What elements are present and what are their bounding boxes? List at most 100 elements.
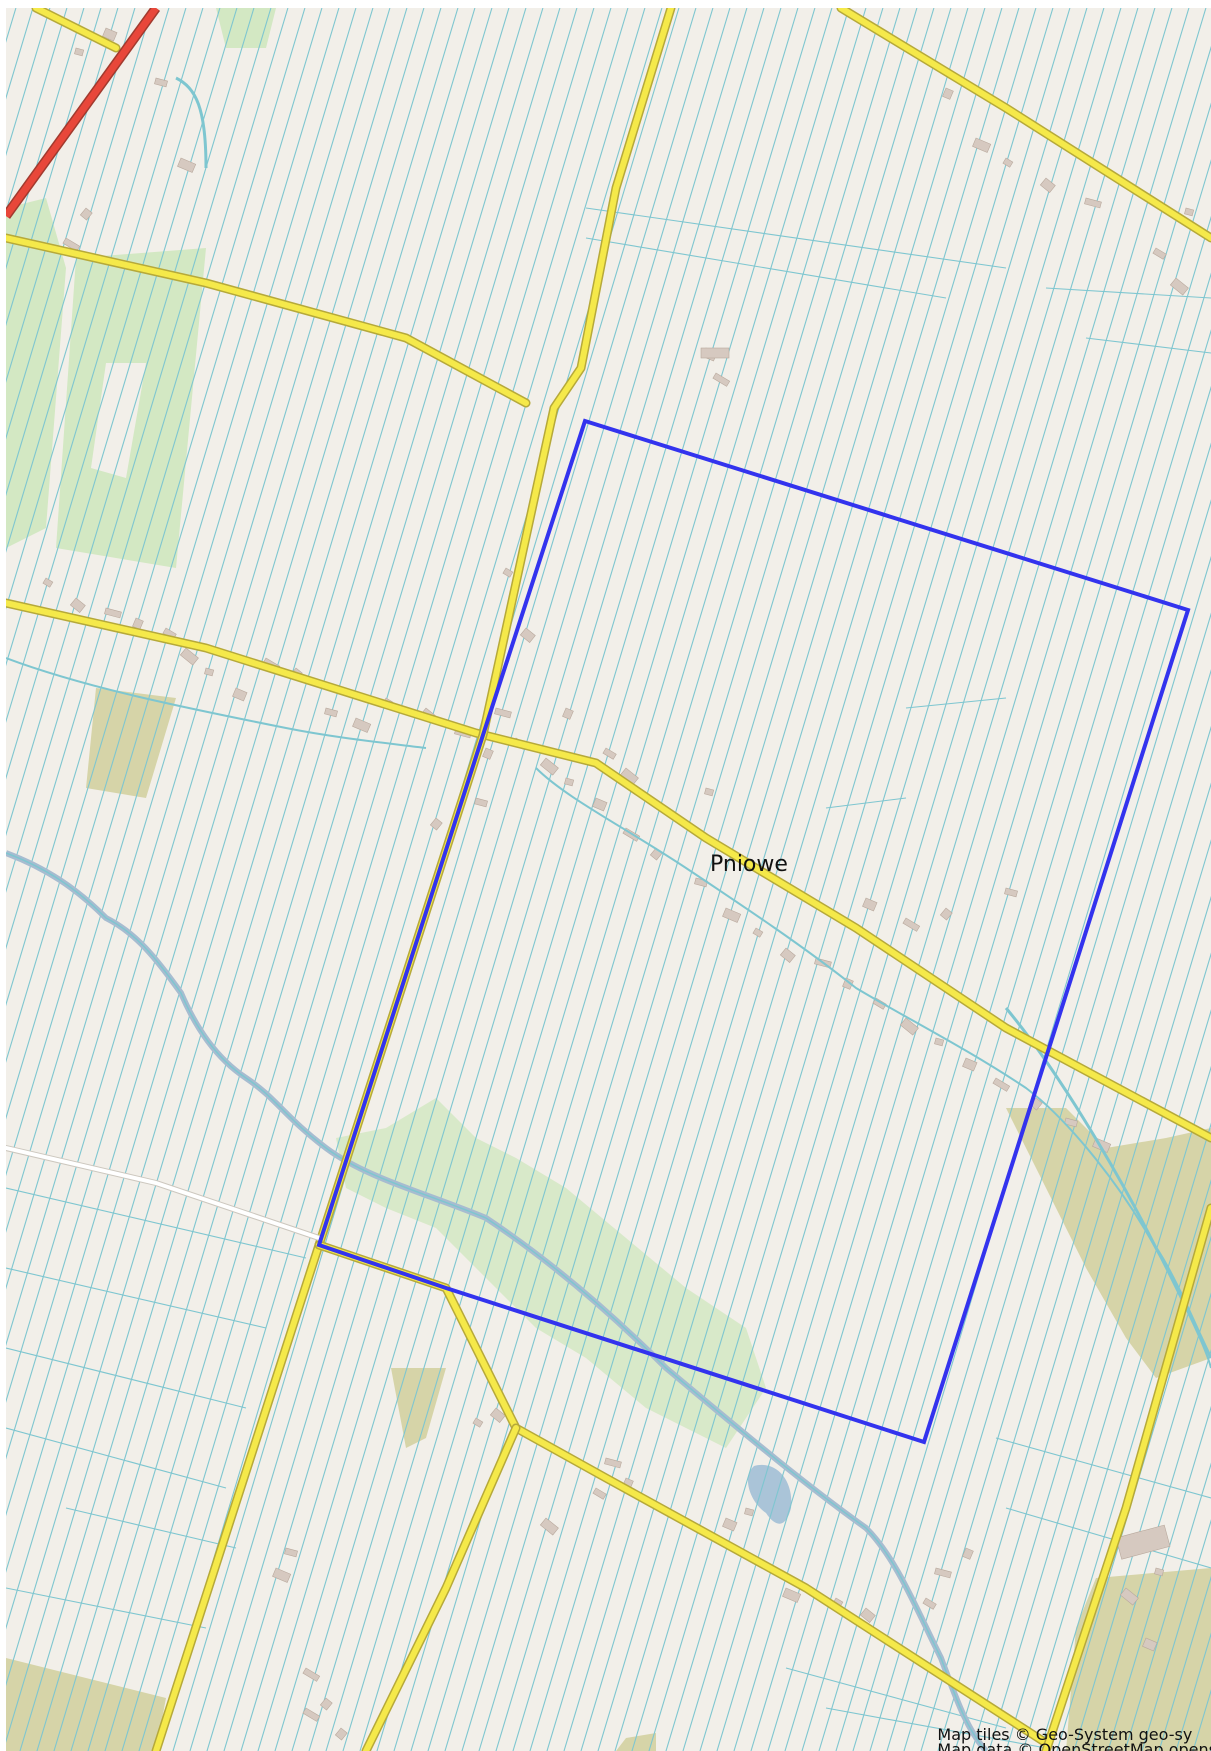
field-boundary-line xyxy=(801,385,1211,1751)
building xyxy=(962,1057,978,1072)
field-boundary-line xyxy=(631,8,1156,1751)
selection-polygon[interactable] xyxy=(316,418,1191,1445)
field-boundary-line xyxy=(1005,1507,1211,1569)
field-boundary-line xyxy=(852,555,1211,1751)
stream-line xyxy=(535,767,1211,1369)
building xyxy=(902,917,921,932)
field-boundary-line xyxy=(585,207,1007,269)
field-boundary-line xyxy=(699,45,1211,1751)
building xyxy=(69,597,86,613)
field-boundary-line xyxy=(359,8,884,1751)
field-boundary-line xyxy=(53,8,578,1751)
field-boundary-line xyxy=(393,8,918,1751)
field-boundary-line xyxy=(87,8,612,1751)
attribution-data[interactable]: Map data © OpenStreetMap openstreetm xyxy=(937,1740,1211,1751)
field-boundary-line xyxy=(223,8,748,1751)
field-boundary-line xyxy=(6,8,119,383)
building xyxy=(862,897,878,912)
field-boundary-line xyxy=(767,272,1211,1751)
building xyxy=(494,707,512,719)
building xyxy=(962,1547,974,1560)
building xyxy=(1064,1117,1078,1128)
field-boundary-line xyxy=(6,8,289,950)
building xyxy=(474,797,488,808)
field-boundary-line xyxy=(6,8,442,1460)
field-boundary-line xyxy=(785,1667,1007,1729)
field-boundary-line xyxy=(6,8,204,667)
attribution-tiles[interactable]: Map tiles © Geo-System geo-sy xyxy=(937,1725,1193,1744)
building xyxy=(1039,177,1056,193)
field-boundary-line xyxy=(1085,337,1211,354)
field-boundary-line xyxy=(6,1267,267,1329)
building xyxy=(74,47,85,57)
building xyxy=(1142,1637,1158,1652)
building xyxy=(232,687,248,702)
buildings xyxy=(42,27,1195,1741)
building xyxy=(1004,887,1018,898)
field-boundary-line xyxy=(585,237,947,299)
building xyxy=(939,907,953,921)
building xyxy=(302,1707,321,1722)
field-boundary-line xyxy=(19,8,544,1751)
field-boundary-line xyxy=(750,215,1211,1751)
meadow-area xyxy=(6,1658,166,1751)
field-boundary-line xyxy=(138,8,663,1751)
field-boundary-line xyxy=(342,8,867,1751)
field-boundary-line xyxy=(1073,1292,1211,1751)
building xyxy=(502,567,514,578)
field-boundary-line xyxy=(6,8,102,327)
field-boundary-line xyxy=(580,8,1105,1751)
map-layer[interactable] xyxy=(6,8,1211,1751)
building xyxy=(272,1567,292,1583)
building xyxy=(700,347,730,359)
building xyxy=(79,207,93,221)
field-boundary-line xyxy=(6,8,238,780)
field-boundary-line xyxy=(682,8,1207,1751)
field-boundary-line xyxy=(308,8,833,1751)
building xyxy=(942,87,954,100)
road xyxy=(153,1242,322,1751)
building xyxy=(782,1587,802,1603)
place-label: Pniowe xyxy=(710,852,788,877)
building xyxy=(899,1017,919,1036)
field-boundary-line xyxy=(1045,287,1211,299)
building xyxy=(352,717,372,733)
field-boundary-line xyxy=(971,952,1211,1751)
field-boundary-line xyxy=(886,669,1211,1751)
building xyxy=(319,1697,333,1711)
field-boundary-line xyxy=(6,8,306,1007)
road xyxy=(6,600,1211,1141)
field-boundary-line xyxy=(6,8,255,837)
field-boundary-line xyxy=(65,1507,237,1549)
field-boundary-line xyxy=(869,612,1211,1751)
building xyxy=(972,137,992,153)
field-boundary-line xyxy=(6,8,153,497)
building xyxy=(539,1517,559,1536)
road xyxy=(838,8,1211,241)
building xyxy=(177,157,197,173)
field-boundary-line xyxy=(6,8,136,440)
building xyxy=(779,947,796,963)
building xyxy=(489,1407,506,1423)
building xyxy=(1119,1587,1139,1606)
meadow-area xyxy=(391,1368,446,1448)
meadow-area xyxy=(616,1733,656,1751)
building xyxy=(62,237,81,252)
field-boundary-line xyxy=(665,8,1190,1751)
field-boundary-line xyxy=(240,8,765,1751)
building xyxy=(602,747,617,760)
field-boundary-line xyxy=(546,8,1071,1751)
field-boundary-line xyxy=(6,8,459,1517)
building xyxy=(539,757,559,776)
building xyxy=(204,667,215,677)
building xyxy=(722,1517,738,1532)
field-boundary-line xyxy=(427,8,952,1751)
stream-line xyxy=(6,657,427,749)
building xyxy=(429,817,443,831)
building xyxy=(42,577,54,588)
map-canvas[interactable]: Pniowe Map tiles © Geo-System geo-sy Map… xyxy=(6,8,1211,1751)
building xyxy=(922,1597,937,1610)
field-boundary-line xyxy=(461,8,986,1751)
main-road-fill xyxy=(6,8,159,219)
field-boundary-line xyxy=(6,8,527,1743)
